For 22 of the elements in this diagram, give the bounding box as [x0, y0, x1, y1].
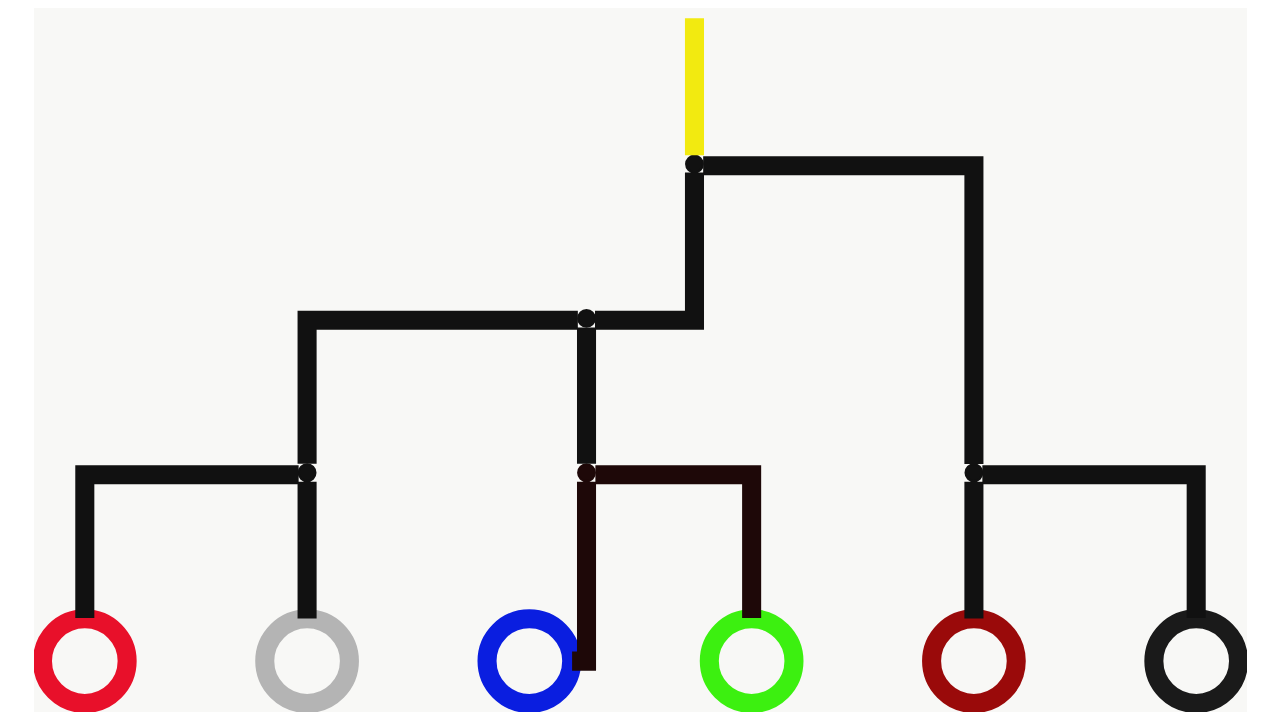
node-circle [699, 609, 803, 712]
node-circle [477, 609, 581, 712]
connector [74, 465, 299, 618]
node-point [576, 309, 596, 328]
node-point [684, 154, 704, 174]
connector [963, 481, 983, 619]
node-point [963, 463, 983, 483]
connector [981, 465, 1206, 618]
connector [297, 310, 578, 464]
connector [297, 481, 317, 619]
node-point [576, 463, 596, 483]
node-circle [921, 609, 1026, 712]
connector [594, 465, 761, 618]
connector [702, 156, 983, 464]
connector [684, 18, 704, 156]
connector [571, 481, 596, 671]
connector [576, 327, 596, 464]
node-circle [1143, 609, 1247, 712]
node-circle [33, 609, 137, 712]
node-point [297, 463, 317, 483]
connector [594, 172, 704, 330]
node-circle [254, 609, 359, 712]
